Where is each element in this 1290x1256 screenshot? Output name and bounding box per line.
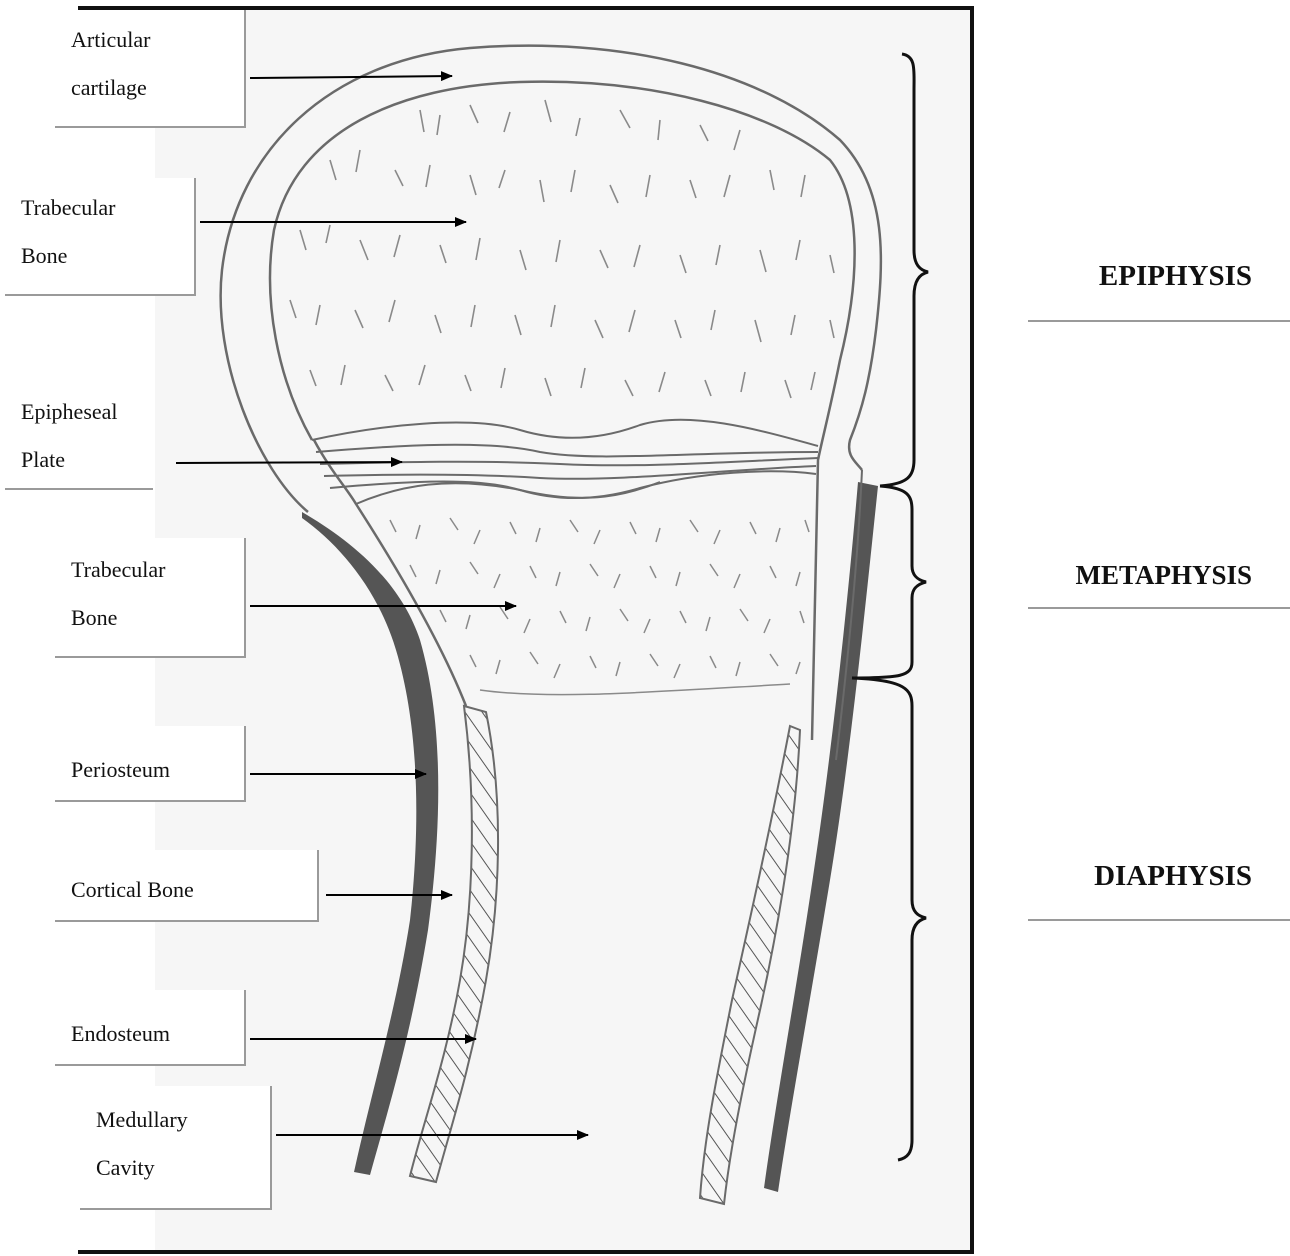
region-label-metaphysis: METAPHYSIS xyxy=(1030,560,1252,591)
region-rule-diaphysis xyxy=(1028,919,1290,921)
label-trabecular-bone-lower: Trabecular Bone xyxy=(55,538,246,658)
label-periosteum: Periosteum xyxy=(55,726,246,802)
label-trabecular-bone-upper: Trabecular Bone xyxy=(5,178,196,296)
label-epiphyseal-plate: Epipheseal Plate xyxy=(5,386,153,490)
label-endosteum: Endosteum xyxy=(55,990,246,1066)
region-label-epiphysis: EPIPHYSIS xyxy=(1030,260,1252,293)
label-medullary-cavity: Medullary Cavity xyxy=(80,1086,272,1210)
region-rule-epiphysis xyxy=(1028,320,1290,322)
label-cortical-bone: Cortical Bone xyxy=(55,850,319,922)
arrow-epiphyseal-plate xyxy=(176,462,402,463)
region-rule-metaphysis xyxy=(1028,607,1290,609)
region-label-diaphysis: DIAPHYSIS xyxy=(1030,860,1252,893)
label-articular-cartilage: Articular cartilage xyxy=(55,10,246,128)
